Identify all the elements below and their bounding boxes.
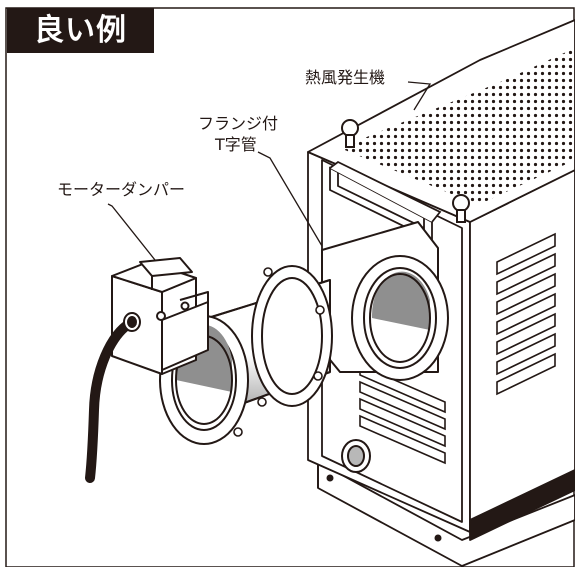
leader-lines [107, 81, 432, 261]
damper-cable [85, 317, 137, 483]
label-heater: 熱風発生機 [305, 68, 386, 87]
label-tee-line2: T字管 [215, 135, 257, 154]
cable-gland [123, 312, 141, 332]
lifting-eye [341, 119, 470, 223]
leader-tee [257, 151, 323, 247]
label-tee-line1: フランジ付 [198, 114, 279, 133]
vent-holes [340, 48, 575, 205]
leader-heater [407, 81, 432, 111]
bolt-hole [326, 474, 334, 482]
label-damper: モーターダンパー [57, 180, 186, 199]
page-title: 良い例 [7, 8, 154, 53]
side-louvers [496, 232, 556, 396]
drain-port [341, 439, 371, 473]
carry-handle [329, 160, 442, 242]
bolt-hole [434, 534, 442, 542]
leader-damper [107, 203, 156, 261]
flanged-tee-pipe [159, 221, 449, 445]
front-louvers [359, 363, 446, 465]
